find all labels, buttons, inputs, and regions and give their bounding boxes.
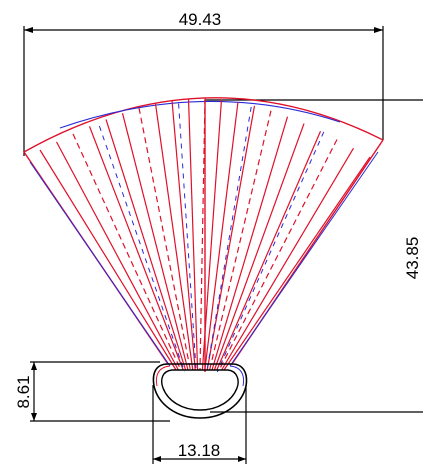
- ferrule-red-edge: [155, 365, 171, 387]
- bristle-line: [171, 100, 196, 371]
- bristle-line: [39, 149, 177, 371]
- bristle-line: [121, 113, 189, 371]
- bristle-line: [72, 133, 182, 371]
- ferrule: [152, 363, 248, 419]
- fan-brush-body: [23, 97, 384, 373]
- top-width-label: 49.43: [179, 10, 222, 29]
- bristle-line: [218, 139, 338, 371]
- bristle-line: [187, 98, 199, 371]
- bristle-line: [199, 97, 206, 371]
- foot-width-label: 13.18: [178, 441, 221, 460]
- bristle-line-blue: [98, 125, 186, 373]
- bristle-line: [88, 126, 184, 371]
- dimension-arrows: [24, 27, 383, 462]
- bristle-line-blue: [206, 106, 252, 373]
- arrow-foot-left: [153, 456, 161, 462]
- ferrule-blue-edge: [229, 365, 245, 387]
- foot-height-label: 8.61: [14, 375, 33, 408]
- bristle-line: [138, 107, 191, 371]
- ferrule-outer: [152, 363, 248, 419]
- bristle-line: [55, 141, 179, 371]
- fan-right-edge-blue: [229, 151, 379, 367]
- arrow-top-left: [24, 27, 33, 33]
- bristle-line: [221, 147, 355, 371]
- bristle-line: [211, 116, 289, 371]
- bristle-line: [154, 103, 194, 371]
- dimension-lines: [23, 26, 423, 464]
- bristle-line-blue: [216, 131, 325, 373]
- bristle-line: [206, 105, 256, 371]
- arrow-foot-bottom: [31, 413, 37, 421]
- overall-height-label: 43.85: [403, 237, 422, 280]
- arrow-foot-top: [31, 362, 37, 370]
- bristle-line: [209, 110, 272, 371]
- bristle-line-blue: [178, 103, 197, 373]
- fan-top-arc-blue: [59, 100, 341, 129]
- bristle-line: [213, 123, 305, 371]
- arrow-top-right: [374, 27, 383, 33]
- bristle-line: [216, 131, 322, 371]
- arrow-foot-right: [238, 456, 246, 462]
- fan-top-arc-red: [23, 97, 384, 153]
- bristle-line: [105, 119, 187, 371]
- bristle-line: [223, 156, 371, 371]
- fan-left-edge-blue: [29, 161, 171, 367]
- bristle-line: [204, 101, 239, 371]
- ferrule-inner: [161, 369, 239, 411]
